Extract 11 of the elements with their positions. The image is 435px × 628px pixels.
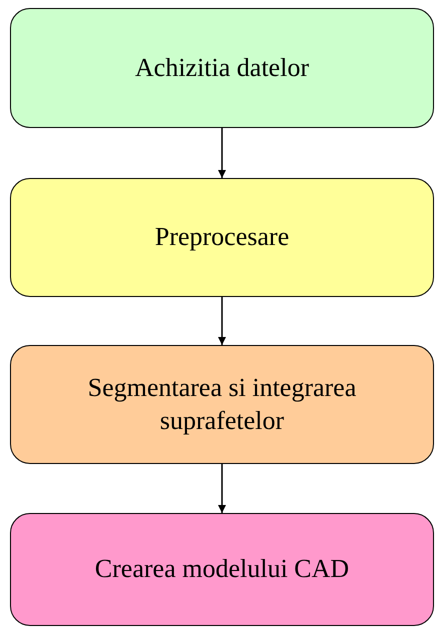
process-box xyxy=(10,513,434,626)
box-label: Crearea modelului CAD xyxy=(94,553,350,586)
box-label: Segmentarea si integrarea suprafetelor xyxy=(86,372,358,436)
arrow xyxy=(218,464,226,513)
arrow xyxy=(218,297,226,345)
box-label: Achizitia datelor xyxy=(135,52,309,84)
box-label: Preprocesare xyxy=(154,221,290,254)
arrow xyxy=(218,128,226,178)
process-box xyxy=(10,345,434,464)
process-box xyxy=(10,178,434,297)
process-box xyxy=(10,8,434,128)
